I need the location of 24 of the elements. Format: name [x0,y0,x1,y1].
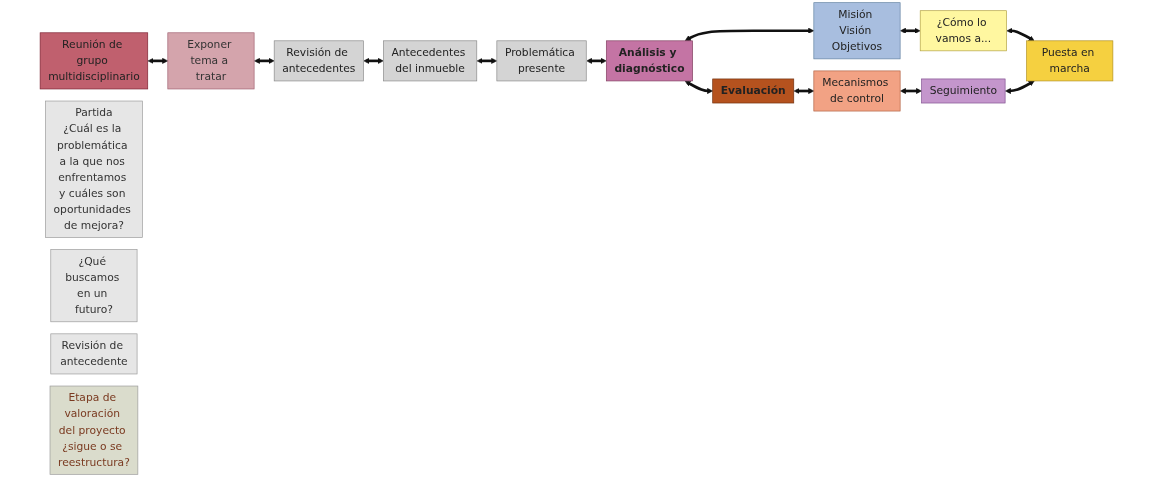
arrow [476,57,498,64]
node-box: Evaluación [712,78,795,104]
node-box: Exponer tema a tratar [167,32,255,90]
node-box: Seguimiento [921,78,1006,104]
node-box: Mecanismos de control [813,70,901,112]
arrow [254,57,275,64]
arrow [1005,80,1035,94]
arrow [684,80,713,94]
node-box: Antecedentes del inmueble [383,40,478,82]
node-box: Etapa de valoración del proyecto ¿sigue o se reestructura? [49,385,139,475]
arrow [684,27,815,41]
node-box: Revisión de antecedentes [273,40,364,82]
node-box: ¿Qué buscamos en un futuro? [50,249,138,323]
node-box: Puesta en marcha [1026,40,1114,82]
node-box: Problemática presente [496,40,587,82]
arrow [1006,27,1035,42]
node-box: Partida ¿Cuál es la problemática a la que nos enfrentamos y cuáles son oportunidades de mejora? [45,100,143,238]
arrow [900,27,921,34]
node-box: Misión Visión Objetivos [813,2,901,60]
node-box: Análisis y diagnóstico [606,40,693,82]
node-box: Reunión de grupo multidisciplinario [39,32,149,90]
arrow [363,57,384,64]
node-box: Revisión de antecedente [50,333,138,375]
node-box: ¿Cómo lo vamos a... [919,10,1007,52]
